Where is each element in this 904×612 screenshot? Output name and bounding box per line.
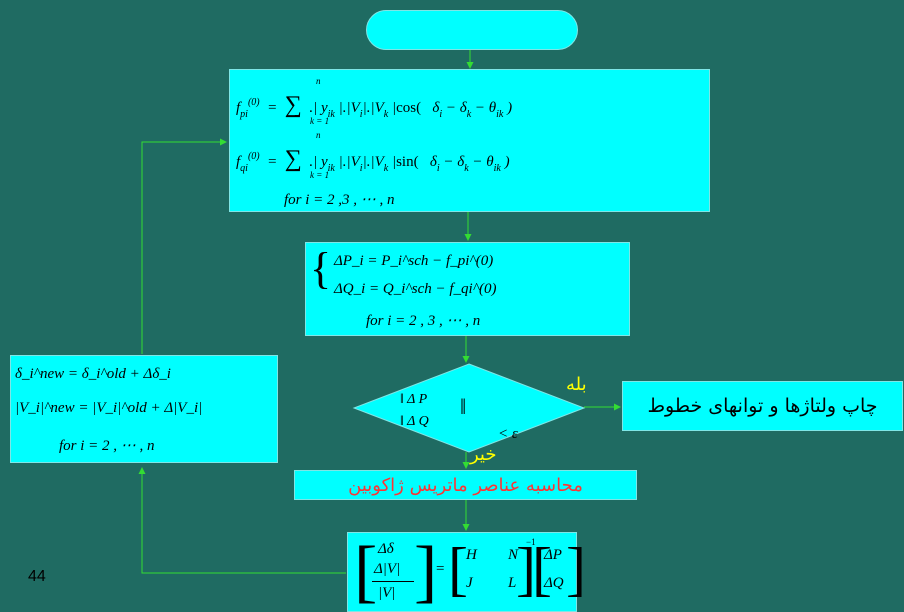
update-for-line: for i = 2 , ⋯ , n bbox=[59, 438, 155, 454]
update-line1: δ_i^new = δ_i^old + Δδ_i bbox=[15, 366, 171, 382]
inverse-exponent: −1 bbox=[526, 537, 536, 547]
vector-dP: ΔP bbox=[544, 547, 562, 563]
power-calculation-box: fpi(0) = ∑ .| yik |.|Vi|.|Vk |cos( δi − … bbox=[229, 69, 710, 212]
convergence-decision: ‖ Δ P ‖ Δ Q ‖ bbox=[352, 363, 586, 453]
equals-sign: = bbox=[436, 561, 445, 577]
mismatch-for-line: for i = 2 , 3 , ⋯ , n bbox=[366, 313, 481, 329]
sum1-top: n bbox=[316, 76, 321, 86]
start-terminal bbox=[366, 10, 578, 50]
left-bracket: [ bbox=[354, 533, 378, 610]
sum2-bottom: k = 1 bbox=[310, 170, 330, 180]
jacobian-right-bracket: ] bbox=[516, 536, 536, 602]
matrix-equation-box: [ Δδ Δ|V| |V| ] = [ H N J L ] −1 [ ΔP ΔQ… bbox=[347, 532, 586, 612]
calc-for-line: for i = 2 ,3 , ⋯ , n bbox=[284, 192, 395, 208]
condition-text: < ε bbox=[498, 426, 518, 442]
mismatch-box: { ΔP_i = P_i^sch − f_pi^(0) ΔQ_i = Q_i^s… bbox=[305, 242, 630, 336]
fp-equation: fpi(0) = ∑ .| yik |.|Vi|.|Vk |cos( δi − … bbox=[236, 92, 513, 120]
vector-dQ: ΔQ bbox=[544, 575, 564, 591]
svg-text:‖ Δ P: ‖ Δ P bbox=[400, 392, 428, 407]
rhs-left-bracket: [ bbox=[532, 536, 552, 602]
matrix-H: H bbox=[466, 547, 477, 563]
no-label: خیر bbox=[470, 444, 497, 465]
delta-v-over-v: Δ|V| bbox=[374, 561, 401, 577]
sum2-top: n bbox=[316, 130, 321, 140]
mismatch-line2: ΔQ_i = Q_i^sch − f_qi^(0) bbox=[334, 281, 497, 297]
yes-label: بله bbox=[566, 374, 587, 395]
svg-text:‖ Δ Q: ‖ Δ Q bbox=[400, 414, 429, 429]
page-number: 44 bbox=[28, 568, 46, 585]
sum1-bottom: k = 1 bbox=[310, 116, 330, 126]
brace-icon: { bbox=[310, 244, 332, 293]
matrix-L: L bbox=[508, 575, 517, 591]
rhs-right-bracket: ] bbox=[566, 536, 586, 602]
fq-equation: fqi(0) = ∑ .| yik |.|Vi|.|Vk |sin( δi − … bbox=[236, 146, 510, 174]
update-line2: |V_i|^new = |V_i|^old + Δ|V_i| bbox=[15, 400, 203, 416]
update-box: δ_i^new = δ_i^old + Δδ_i |V_i|^new = |V_… bbox=[10, 355, 278, 463]
jacobian-text: محاسبه عناصر ماتریس ژاکوبین bbox=[348, 474, 583, 496]
fraction-bar bbox=[372, 581, 414, 582]
v-magnitude: |V| bbox=[378, 585, 396, 601]
delta-delta: Δδ bbox=[378, 541, 394, 557]
jacobian-box: محاسبه عناصر ماتریس ژاکوبین bbox=[294, 470, 637, 500]
svg-text:‖: ‖ bbox=[460, 394, 466, 419]
right-bracket: ] bbox=[414, 533, 438, 610]
jacobian-left-bracket: [ bbox=[448, 536, 468, 602]
output-text: چاپ ولتاژها و توانهای خطوط bbox=[647, 395, 878, 417]
matrix-J: J bbox=[466, 575, 473, 591]
output-box: چاپ ولتاژها و توانهای خطوط bbox=[622, 381, 903, 431]
matrix-N: N bbox=[508, 547, 519, 563]
mismatch-line1: ΔP_i = P_i^sch − f_pi^(0) bbox=[334, 253, 494, 269]
